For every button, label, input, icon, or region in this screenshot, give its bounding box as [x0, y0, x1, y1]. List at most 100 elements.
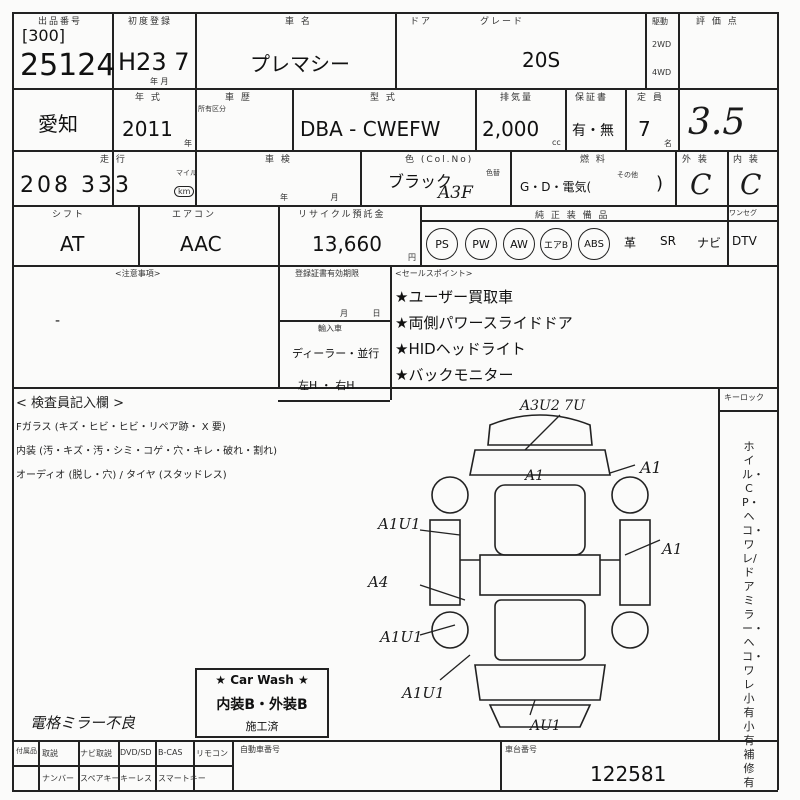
import-handle: 左H ・ 右H — [298, 379, 355, 392]
sales-point-4: ★バックモニター — [395, 366, 514, 384]
footer-cell-remote: リモコン — [196, 749, 228, 758]
model-label: 型 式 — [370, 93, 397, 103]
footer-cell-smart-key: スマートキー — [158, 774, 206, 783]
inspection-title: < 検査員記入欄 > — [16, 396, 125, 411]
rule — [12, 387, 778, 389]
lot-number: 25124 — [20, 48, 116, 83]
sales-point-1: ★ユーザー買取車 — [395, 288, 514, 306]
inspection-line-interior: 内装 (汚・キズ・汚・シミ・コゲ・穴・キレ・破れ・割れ) — [16, 446, 277, 457]
footer-cell-bcas: B-CAS — [158, 748, 183, 757]
rule — [112, 12, 114, 205]
rule — [510, 150, 512, 205]
equip-airbag: エアB — [540, 228, 572, 260]
rule — [718, 387, 720, 740]
rule — [138, 205, 140, 265]
model: DBA - CWEFW — [300, 117, 441, 141]
equip-navi: ナビ — [697, 236, 722, 250]
car-name-label: 車 名 — [285, 17, 312, 27]
rule — [12, 205, 778, 207]
fuel-label: 燃 料 — [580, 155, 607, 165]
rule — [727, 150, 729, 205]
sales-label: <セールスポイント> — [395, 269, 473, 278]
rule — [195, 12, 197, 150]
rule — [78, 740, 80, 790]
notes-dash: - — [55, 313, 61, 329]
rule — [395, 12, 397, 88]
equip-ps: PS — [426, 228, 458, 260]
registration-label: 自動車番号 — [240, 745, 280, 754]
damage-mark-7: A1U1 — [380, 628, 423, 646]
score-label: 評 価 点 — [696, 17, 739, 27]
rule — [678, 12, 680, 150]
damage-mark-3: A1 — [640, 458, 662, 477]
chassis-label: 車台番号 — [505, 745, 537, 754]
rule — [155, 740, 157, 790]
inspection-line-audio: オーディオ (脱し・穴) / タイヤ (スタッドレス) — [16, 470, 227, 481]
inspection-line-glass: Fガラス (キズ・ヒビ・ヒビ・リペア跡・ X 要) — [16, 422, 226, 433]
import-dealer: ディーラー・並行 — [292, 347, 380, 360]
car-diagram — [429, 414, 651, 728]
rule — [12, 12, 14, 790]
aircon: AAC — [180, 232, 222, 256]
seats: 7 — [638, 117, 651, 141]
carwash-grade: 内装B・外装B — [216, 697, 308, 713]
rule — [12, 265, 778, 267]
cc-label: 排気量 — [500, 93, 534, 103]
rule — [475, 88, 477, 150]
warranty: 有・無 — [572, 123, 614, 139]
rule — [777, 12, 779, 790]
tv-label: ワンセグ — [729, 209, 757, 217]
rule — [625, 88, 627, 150]
rule — [645, 12, 647, 88]
fuel-close: ) — [656, 173, 664, 194]
interior: C — [740, 168, 762, 201]
mileage-unit-mile: マイル — [176, 169, 197, 177]
damage-mark-1: A3U2 7U — [520, 398, 585, 414]
mileage-unit-km: km — [174, 186, 195, 197]
expiry-label: 登録証書有効期限 — [295, 269, 359, 278]
sales-point-2: ★両側パワースライドドア — [395, 314, 573, 332]
equip-abs: ABS — [578, 228, 610, 260]
drive-2wd: 2WD — [652, 40, 672, 49]
rule — [12, 88, 778, 90]
rule — [12, 790, 778, 792]
chassis-number: 122581 — [590, 762, 667, 786]
mileage: 208 333 — [20, 173, 132, 198]
notes-label: <注意事項> — [115, 269, 161, 278]
color-change-label: 色替 — [486, 169, 500, 177]
first-reg: H23 7 — [118, 48, 190, 76]
fuel-options: G・D・電気( — [520, 180, 592, 194]
equip-aw: AW — [503, 228, 535, 260]
year-unit: 年 — [184, 139, 192, 148]
damage-mark-4: A1U1 — [378, 515, 421, 533]
carwash-done: 施工済 — [245, 720, 279, 733]
rule — [360, 150, 362, 205]
equipment-label: 純 正 装 備 品 — [535, 211, 610, 221]
damage-mark-8: A1U1 — [402, 684, 445, 702]
rule — [718, 410, 777, 412]
equip-leather: 革 — [624, 236, 637, 250]
carwash-title: ★ Car Wash ★ — [215, 673, 309, 687]
damage-leaders — [419, 414, 661, 716]
inspection-side-text: ホイル・CP・ヘコ・ワレ/ドアミラー・ヘコ・ワレ 小有 小有 補修有 — [742, 440, 764, 789]
rule — [565, 88, 567, 150]
grade-label: グレード — [480, 17, 525, 27]
score: 3.5 — [688, 102, 746, 143]
rule — [278, 320, 390, 322]
key-lock-label: キーロック — [724, 393, 764, 402]
color: ブラック — [388, 172, 453, 191]
warranty-label: 保証書 — [575, 93, 609, 103]
inspection-label: 車 検 — [265, 155, 292, 165]
rule — [12, 150, 778, 152]
seats-label: 定 員 — [637, 93, 664, 103]
grade: 20S — [522, 48, 561, 72]
rule — [292, 88, 294, 150]
damage-mark-2: A1 — [525, 468, 545, 484]
carwash-box: ★ Car Wash ★ 内装B・外装B 施工済 — [195, 668, 329, 738]
rule — [278, 205, 280, 387]
rule — [727, 205, 729, 265]
footer-cell-navi-manual: ナビ取説 — [80, 749, 112, 758]
shift-label: シフト — [52, 210, 86, 220]
expiry-unit: 月 日 — [340, 309, 381, 318]
footer-cell-spare-key: スペアキー — [80, 774, 120, 783]
